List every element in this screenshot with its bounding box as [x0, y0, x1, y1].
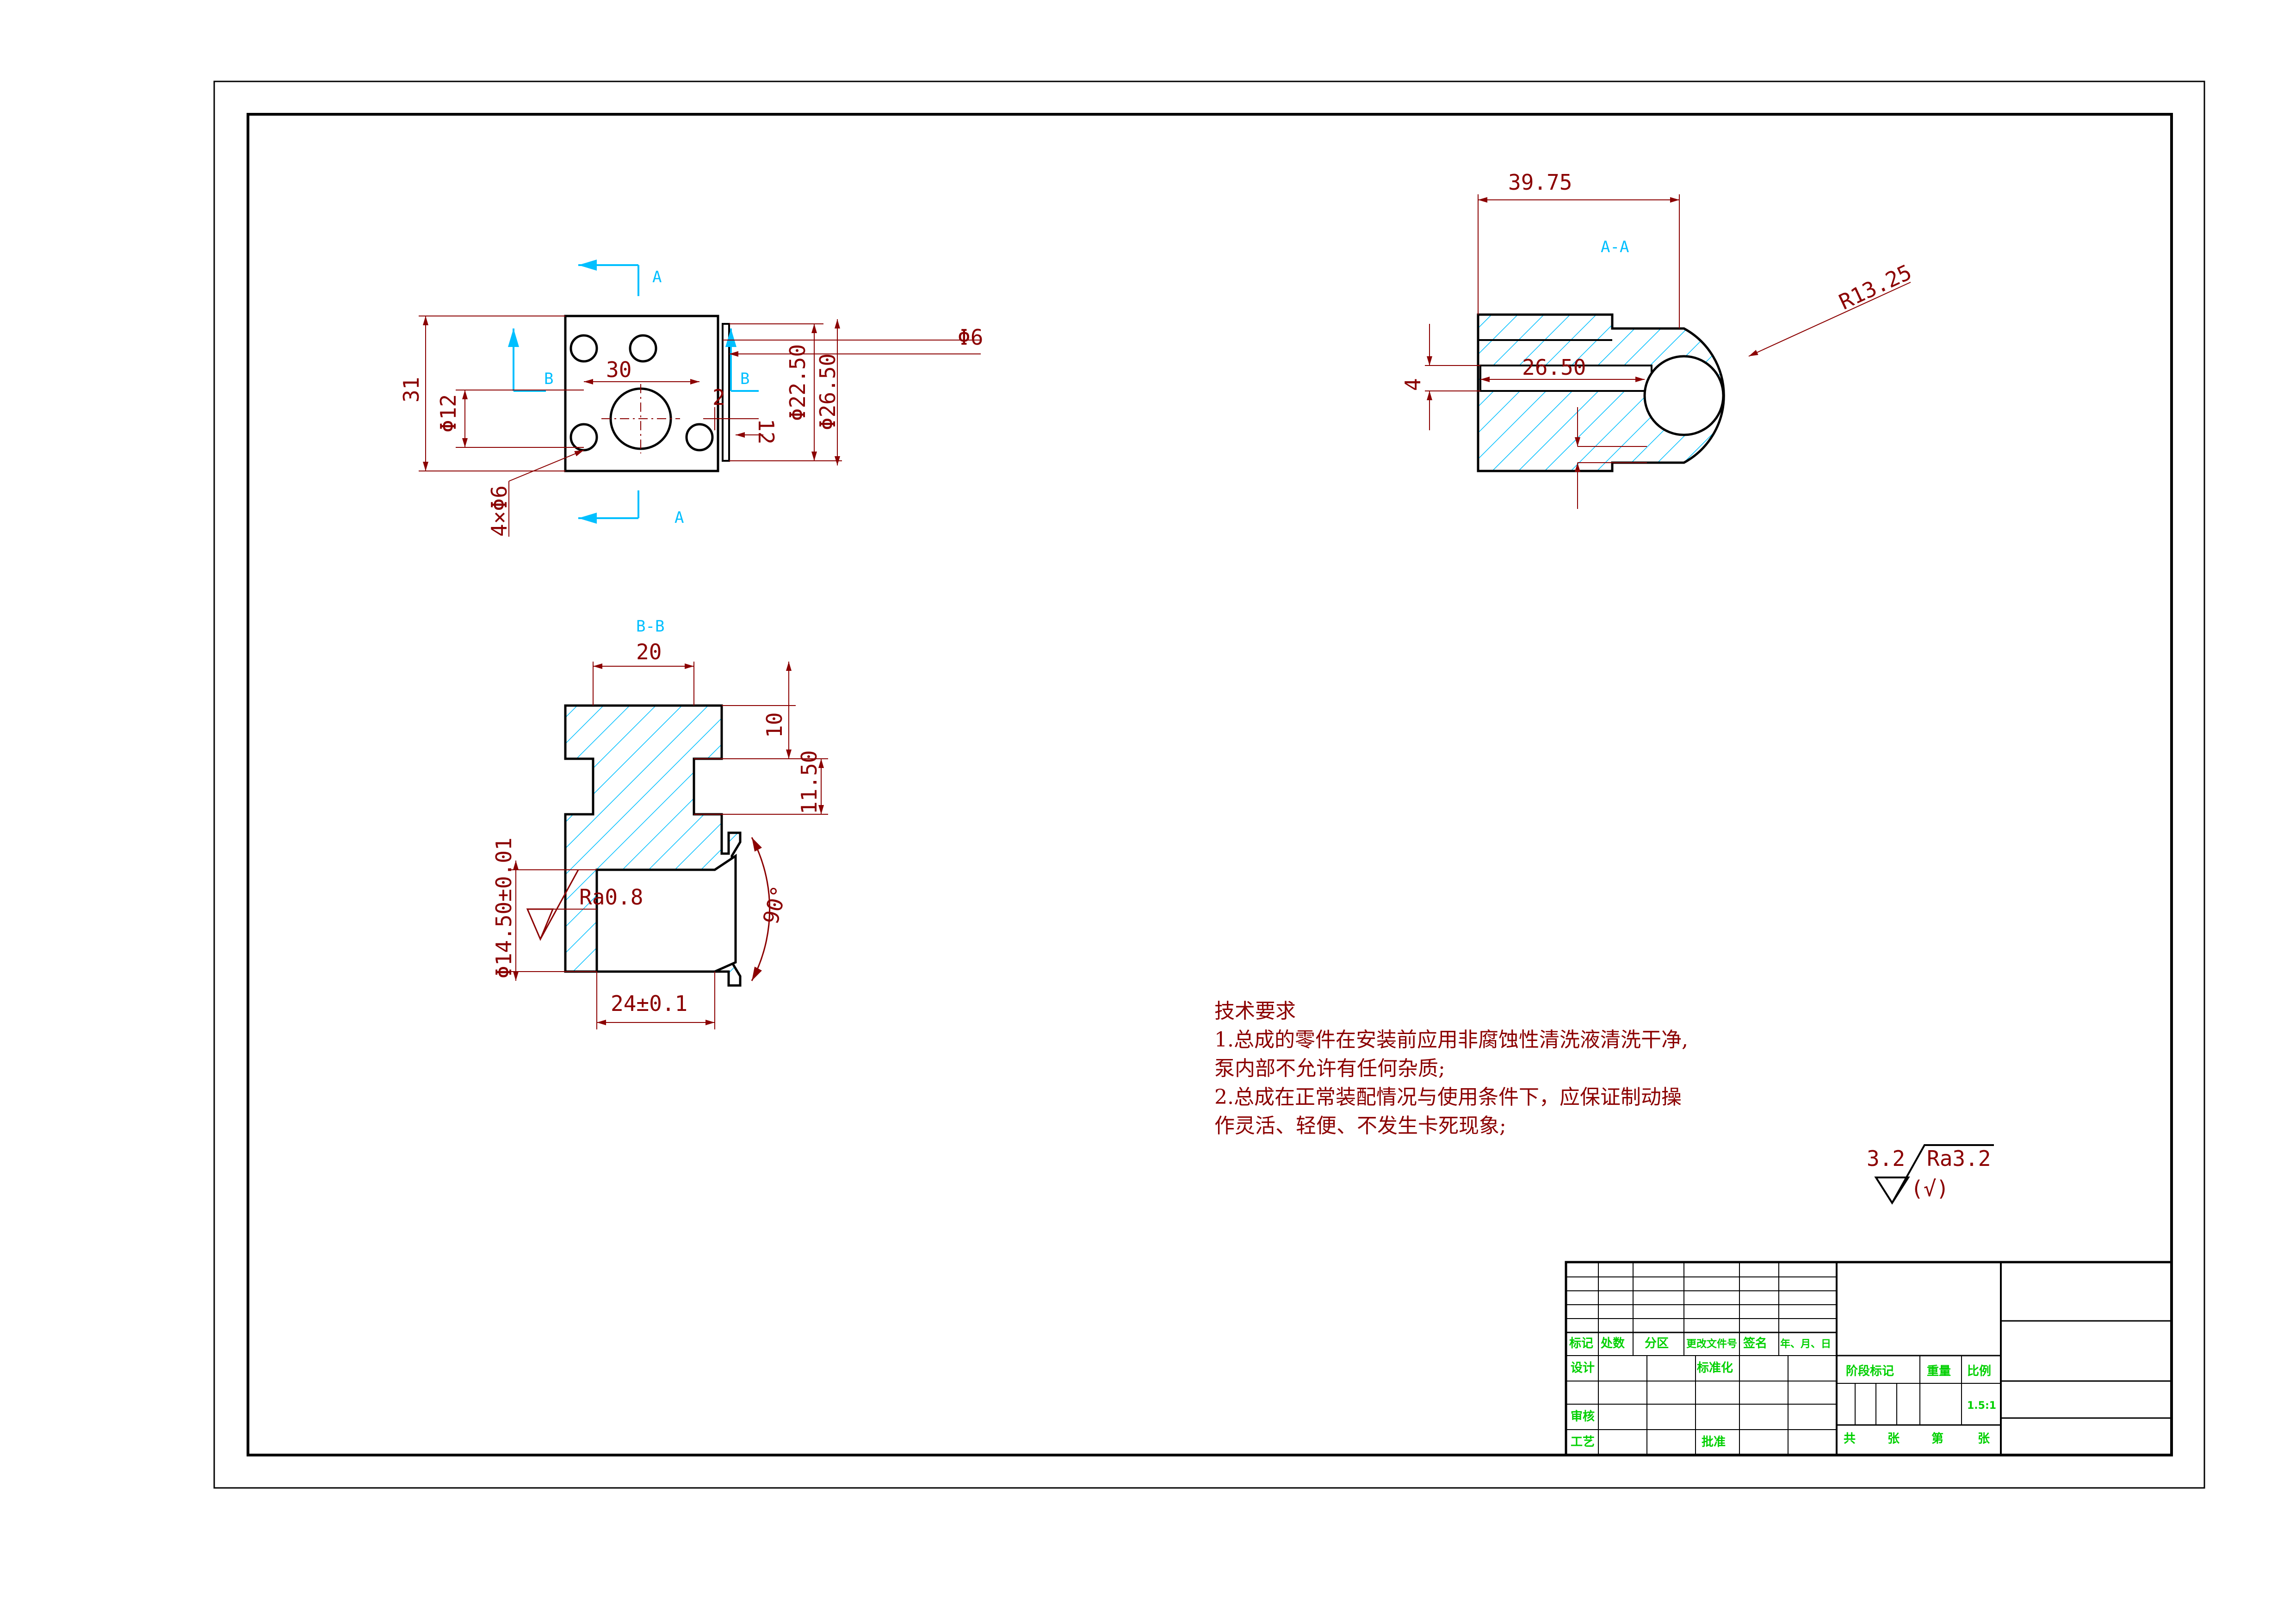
tech-req-line3: 2.总成在正常装配情况与使用条件下，应保证制动操: [1214, 1085, 1682, 1109]
dim-26-5: 26.50: [1522, 355, 1586, 380]
dim-31: 31: [399, 377, 424, 403]
inner-border: [247, 113, 2173, 1456]
section-a-bottom-label: A: [675, 508, 684, 527]
tb-review: 审核: [1571, 1409, 1595, 1424]
tech-requirements: 技术要求 1.总成的零件在安装前应用非腐蚀性清洗液清洗干净, 泵内部不允许有任何…: [1214, 999, 1688, 1138]
tb-signature: 签名: [1743, 1336, 1767, 1350]
tb-process: 工艺: [1571, 1435, 1595, 1449]
tb-zone: 分区: [1645, 1337, 1669, 1350]
tb-total: 共: [1844, 1432, 1856, 1446]
tb-stage-mark: 阶段标记: [1846, 1364, 1894, 1378]
dim-r13-25: R13.25: [1835, 260, 1915, 315]
roughness-ra08: Ra0.8: [579, 885, 643, 910]
dim-phi14-5: Φ14.50±0.01: [491, 837, 516, 979]
section-a-top-label: A: [652, 268, 662, 286]
dim-4: 4: [1400, 378, 1425, 391]
tb-standard: 标准化: [1697, 1361, 1733, 1375]
surface-roughness-symbol: 3.2 Ra3.2 (√): [1867, 1144, 1994, 1205]
section-b-left-label: B: [544, 370, 553, 388]
surface-ra: Ra3.2: [1927, 1146, 1991, 1171]
section-aa-title: A-A: [1601, 238, 1629, 256]
surface-paren: (√): [1911, 1176, 1949, 1201]
tech-req-line4: 作灵活、轻便、不发生卡死现象;: [1214, 1114, 1506, 1138]
dim-phi6: Φ6: [958, 325, 983, 350]
dim-12: 12: [754, 419, 779, 444]
section-b-right-label: B: [740, 370, 749, 388]
surface-value: 3.2: [1867, 1146, 1905, 1171]
tb-approve: 批准: [1702, 1435, 1726, 1449]
dim-39-75: 39.75: [1508, 170, 1572, 195]
dim-20: 20: [636, 639, 662, 664]
tb-weight: 重量: [1927, 1364, 1951, 1378]
tb-scale-value: 1.5:1: [1967, 1400, 1996, 1412]
tb-number: 第: [1931, 1431, 1943, 1446]
tech-req-line2: 泵内部不允许有任何杂质;: [1214, 1057, 1445, 1080]
section-aa-view: A-A 39.75 R13.25 4 26.50: [1400, 170, 1915, 509]
tb-sheet2: 张: [1978, 1432, 1990, 1446]
dim-10: 10: [762, 712, 787, 738]
tb-date: 年、月、日: [1780, 1338, 1831, 1350]
tb-mark: 标记: [1569, 1337, 1593, 1350]
dim-phi22-5: Φ22.50: [785, 344, 810, 421]
outer-border: [213, 81, 2205, 1489]
section-bb-title: B-B: [636, 617, 664, 636]
tech-req-title: 技术要求: [1214, 999, 1296, 1023]
tech-req-line1: 1.总成的零件在安装前应用非腐蚀性清洗液清洗干净,: [1214, 1028, 1688, 1052]
title-block-text: 标记 处数 分区 更改文件号 签名 年、月、日 设计 标准化 审核 工艺 批准 …: [1569, 1336, 1996, 1449]
tb-count: 处数: [1600, 1337, 1625, 1350]
dim-24: 24±0.1: [611, 991, 687, 1016]
title-block: [1565, 1261, 2173, 1456]
dim-2: 2: [712, 385, 725, 410]
tb-sheet: 张: [1888, 1432, 1900, 1446]
dim-phi12: Φ12: [436, 394, 461, 433]
tb-change-doc: 更改文件号: [1686, 1338, 1737, 1350]
tb-design: 设计: [1571, 1361, 1595, 1375]
front-view: A A B B 31 Φ12 30 Φ6 Φ22.50 Φ26.50 2: [399, 260, 983, 537]
dim-4xphi6: 4×Φ6: [487, 485, 512, 537]
angle-90: 90°: [758, 883, 792, 927]
dim-phi26-5: Φ26.50: [815, 353, 840, 430]
section-bb-view: B-B 20 10 11.50 90° Φ14.50±0.01 Ra0.8 24…: [491, 617, 828, 1029]
dim-11-5: 11.50: [797, 750, 822, 814]
tb-scale: 比例: [1967, 1364, 1991, 1378]
dim-30: 30: [606, 357, 631, 382]
